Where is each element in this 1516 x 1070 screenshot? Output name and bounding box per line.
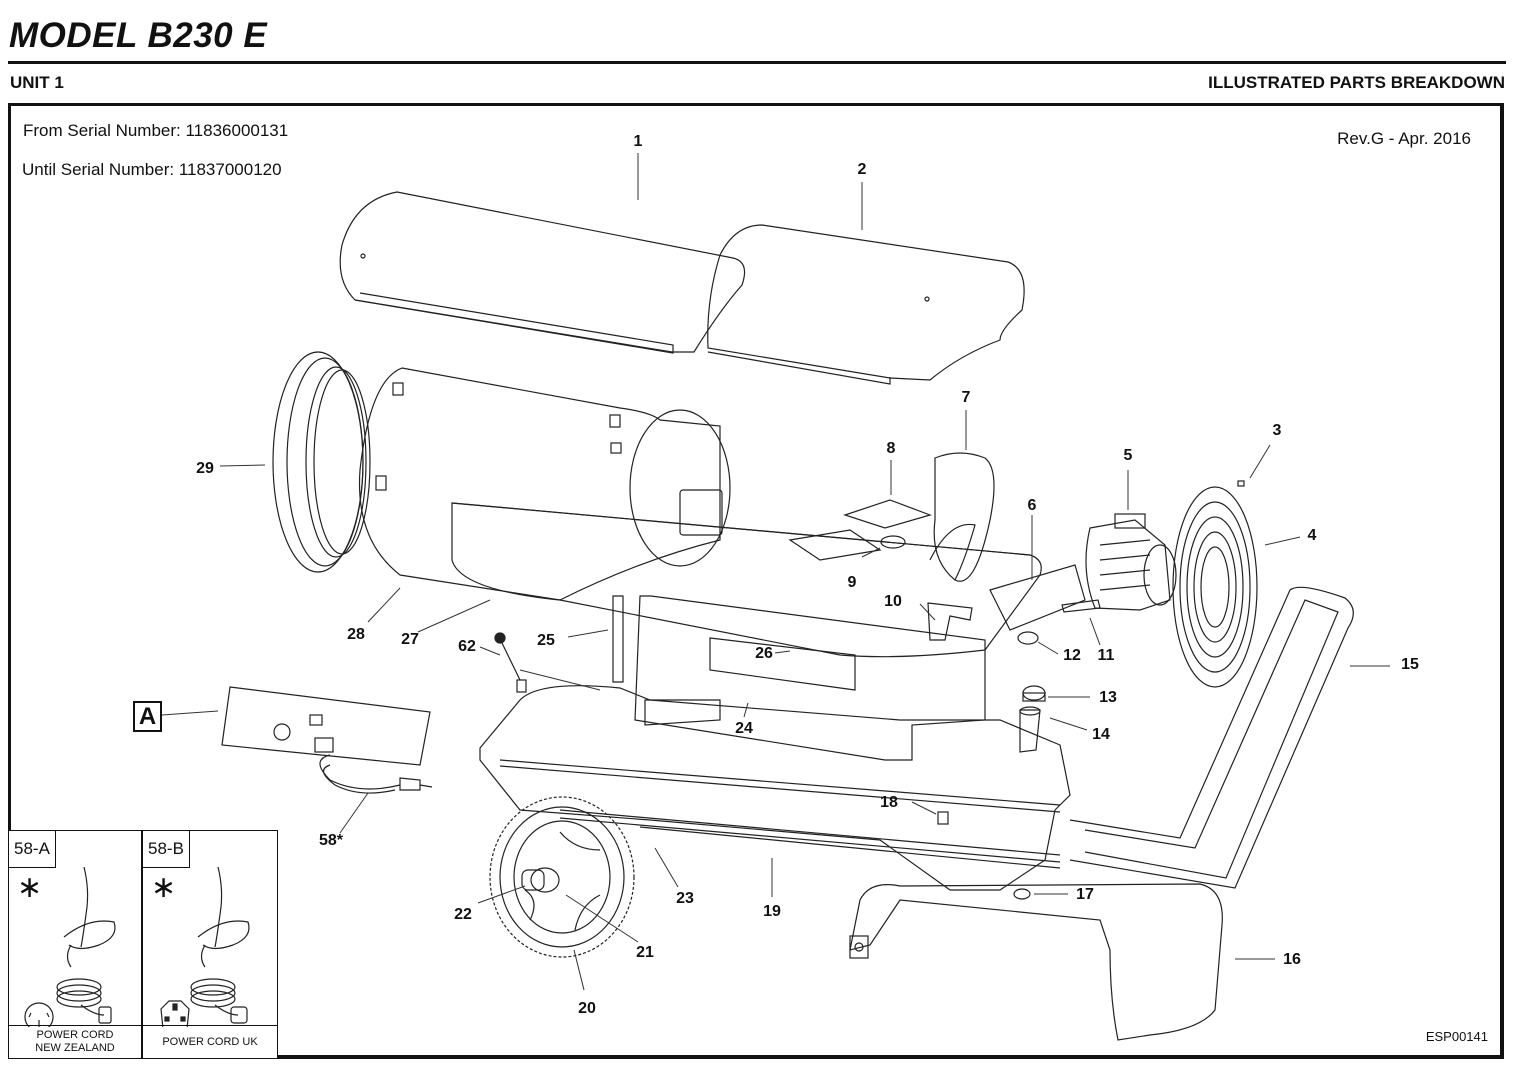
callout-25: 25	[537, 632, 555, 649]
callout-15: 15	[1401, 656, 1419, 673]
base-frame-part	[612, 595, 986, 761]
combustion-chamber-part	[358, 367, 731, 601]
wheel-part	[489, 796, 635, 958]
power-cord-variant-b: 58-B ∗ POWER CORD UK	[142, 830, 278, 1059]
callout-11: 11	[1097, 647, 1115, 664]
model-title: MODEL B230 E	[9, 16, 268, 55]
fan-blade-part	[929, 452, 995, 582]
callout-22: 22	[454, 906, 472, 923]
revision-label: Rev.G - Apr. 2016	[1337, 129, 1471, 148]
motor-part	[1085, 513, 1177, 611]
callout-9: 9	[847, 574, 857, 591]
asterisk-icon: ∗	[17, 871, 43, 904]
top-cover-rear-part	[707, 224, 1025, 385]
base-rail-part	[849, 883, 1223, 1041]
drawing-code: ESP00141	[1425, 1029, 1488, 1044]
fuel-filter-part	[1019, 706, 1041, 753]
motor-mount-part	[1061, 599, 1101, 613]
callout-8: 8	[886, 440, 896, 457]
handle-part	[1069, 586, 1354, 889]
callout-5: 5	[1123, 447, 1133, 464]
callout-20: 20	[578, 1000, 596, 1017]
callout-29: 29	[196, 460, 214, 477]
callout-6: 6	[1027, 497, 1037, 514]
fuel-cap-part	[1022, 685, 1046, 702]
detail-a-label: A	[133, 701, 162, 732]
callout-17: 17	[1076, 886, 1094, 903]
dipstick-part	[494, 632, 527, 693]
callout-23: 23	[676, 890, 694, 907]
callout-1: 1	[633, 133, 643, 150]
callout-12: 12	[1063, 647, 1081, 664]
cord-caption: POWER CORD UK	[143, 1025, 277, 1058]
until-serial-number: Until Serial Number: 11837000120	[22, 160, 282, 179]
unit-label: UNIT 1	[10, 73, 64, 92]
callout-18: 18	[880, 794, 898, 811]
drawing-frame	[8, 103, 1504, 1059]
callout-62: 62	[458, 638, 476, 655]
control-panel-part	[221, 686, 433, 794]
callout-4: 4	[1307, 527, 1317, 544]
header-rule	[8, 61, 1506, 64]
grommet-part	[1017, 631, 1039, 645]
motor-bracket-part	[989, 564, 1086, 631]
asterisk-icon: ∗	[151, 871, 177, 904]
callout-16: 16	[1283, 951, 1301, 968]
cord-caption-line1: POWER CORD UK	[162, 1035, 258, 1048]
callout-19: 19	[763, 903, 781, 920]
callout-10: 10	[884, 593, 902, 610]
leader-lines	[161, 153, 1390, 991]
callout-13: 13	[1099, 689, 1117, 706]
callout-7: 7	[961, 389, 971, 406]
from-serial-number: From Serial Number: 11836000131	[23, 121, 289, 140]
cord-tag: 58-A	[9, 831, 56, 868]
callout-14: 14	[1092, 726, 1110, 743]
power-cord-nz-icon	[24, 867, 116, 1027]
section-label: ILLUSTRATED PARTS BREAKDOWN	[1208, 73, 1505, 92]
cord-caption-line2: NEW ZEALAND	[35, 1042, 115, 1054]
callout-3: 3	[1272, 422, 1282, 439]
fitting-18-part	[937, 811, 949, 825]
bracket-part	[788, 499, 932, 561]
callout-27: 27	[401, 631, 419, 648]
cord-tag: 58-B	[143, 831, 190, 868]
callout-21: 21	[636, 944, 654, 961]
power-cord-uk-icon	[160, 867, 250, 1027]
nozzle-ring-part	[272, 351, 371, 573]
plug-17-part	[1013, 888, 1031, 900]
cord-caption-line1: POWER CORD	[36, 1029, 114, 1041]
callout-28: 28	[347, 626, 365, 643]
top-cover-front-part	[339, 191, 746, 354]
callout-2: 2	[857, 161, 867, 178]
callout-26: 26	[755, 645, 773, 662]
axle-rail-part	[559, 809, 1061, 869]
fan-guard-part	[1172, 480, 1258, 688]
fuel-tank-part	[479, 685, 1071, 891]
callout-58: 58*	[318, 832, 344, 849]
bracket-10-part	[927, 602, 973, 641]
outer-shell-part	[451, 502, 1042, 658]
callout-24: 24	[735, 720, 753, 737]
